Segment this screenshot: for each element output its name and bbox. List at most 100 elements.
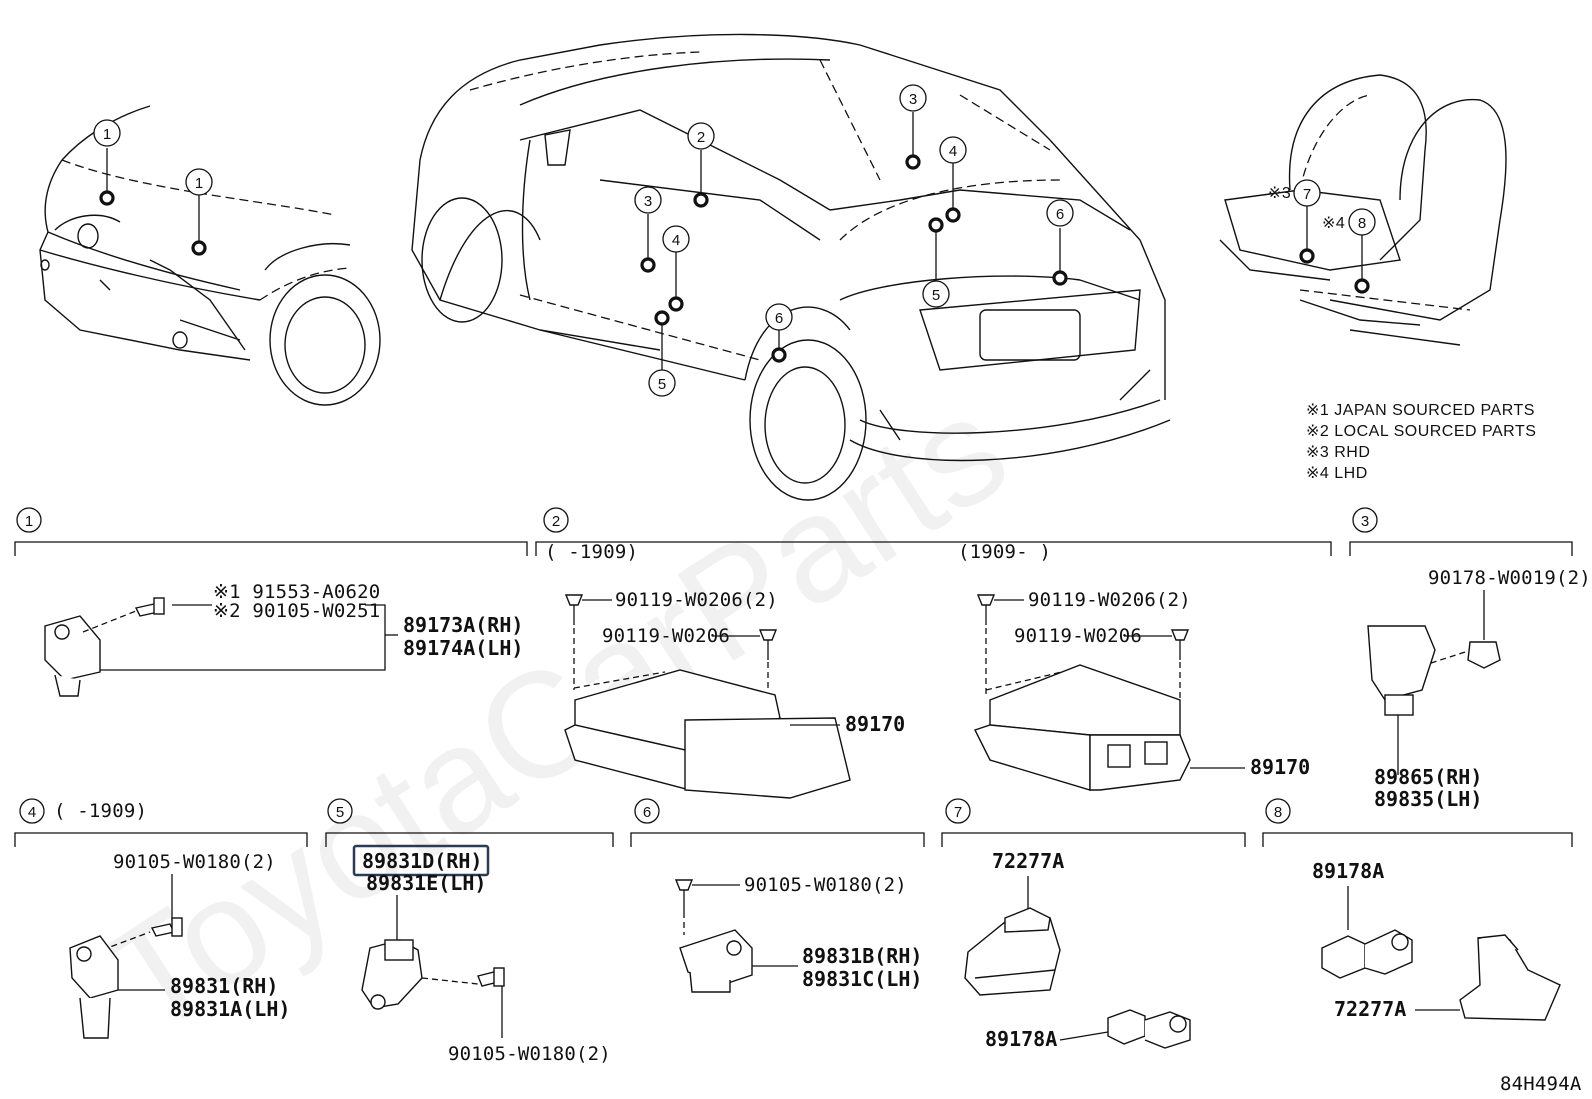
s5-bolt-label: 90105-W0180(2) bbox=[448, 1043, 611, 1065]
section-5-header: 5 bbox=[325, 798, 614, 847]
seat-position-sensor-lhd bbox=[1321, 935, 1366, 979]
svg-text:3: 3 bbox=[644, 193, 652, 210]
callout-leaders bbox=[106, 112, 1363, 370]
section-8-parts: 89178A 72277A bbox=[1312, 859, 1561, 1021]
location-dot bbox=[928, 217, 944, 233]
seat-sensor-cover-lhd bbox=[1459, 937, 1561, 1021]
note-4: ※4 LHD bbox=[1306, 465, 1368, 482]
front-sensor bbox=[44, 615, 101, 681]
svg-text:6: 6 bbox=[643, 804, 651, 821]
highlighted-part-box bbox=[352, 844, 490, 877]
callout-circles: 1 1 2 3 4 5 6 3 4 5 6 7 8 bbox=[93, 84, 1376, 397]
section-8-header: 8 bbox=[1262, 798, 1573, 847]
s6-lh-label: 89831C(LH) bbox=[802, 967, 922, 991]
s2-bolt-b: 90119-W0206 bbox=[602, 625, 730, 647]
s6-bolt-label: 90105-W0180(2) bbox=[744, 874, 907, 896]
s1-note1-label: ※1 91553-A0620 bbox=[213, 581, 380, 603]
svg-text:8: 8 bbox=[1274, 804, 1282, 821]
location-dot bbox=[640, 257, 656, 273]
svg-text:8: 8 bbox=[1358, 215, 1366, 232]
callout: 6 bbox=[765, 303, 793, 331]
callout: 1 bbox=[93, 119, 121, 147]
section-3-header: 3 bbox=[1349, 507, 1573, 556]
callout: 6 bbox=[1046, 199, 1074, 227]
s2-range-right: (1909- ) bbox=[958, 541, 1051, 563]
svg-text:5: 5 bbox=[336, 804, 344, 821]
airbag-ecu-right bbox=[989, 664, 1181, 736]
location-dot bbox=[1299, 248, 1315, 264]
s1-lh-label: 89174A(LH) bbox=[403, 636, 523, 660]
location-dot bbox=[771, 347, 787, 363]
section-6-parts: 90105-W0180(2) 89831B(RH) 89831C(LH) bbox=[674, 874, 922, 993]
note-2: ※2 LOCAL SOURCED PARTS bbox=[1306, 423, 1536, 440]
svg-text:7: 7 bbox=[1303, 186, 1311, 203]
seat-mark-rhd: ※3 bbox=[1268, 185, 1291, 202]
section-7-header: 7 bbox=[941, 798, 1246, 847]
location-dot bbox=[99, 190, 115, 206]
s1-rh-label: 89173A(RH) bbox=[403, 613, 523, 637]
location-dot bbox=[905, 154, 921, 170]
s2r-bolt-b: 90119-W0206 bbox=[1014, 625, 1142, 647]
svg-text:7: 7 bbox=[954, 804, 962, 821]
location-dots bbox=[99, 154, 1370, 363]
note-1: ※1 JAPAN SOURCED PARTS bbox=[1306, 402, 1535, 419]
svg-text:4: 4 bbox=[672, 232, 680, 249]
svg-text:6: 6 bbox=[1056, 206, 1064, 223]
svg-text:2: 2 bbox=[552, 513, 560, 530]
svg-text:1: 1 bbox=[195, 175, 203, 192]
side-sensor bbox=[1367, 625, 1436, 701]
location-dot bbox=[945, 207, 961, 223]
s3-lh-label: 89835(LH) bbox=[1374, 787, 1482, 811]
callout: 5 bbox=[648, 369, 676, 397]
callout: 4 bbox=[662, 225, 690, 253]
section-6-header: 6 bbox=[630, 798, 925, 847]
s4-bolt-label: 90105-W0180(2) bbox=[113, 851, 276, 873]
s5-rh-label: 89831D(RH) bbox=[362, 849, 482, 873]
section-2-header: 2 bbox=[535, 507, 1332, 556]
s8-cover-label: 72277A bbox=[1334, 997, 1406, 1021]
svg-text:5: 5 bbox=[932, 287, 940, 304]
figure-code: 84H494A bbox=[1500, 1073, 1582, 1095]
callout: 7 bbox=[1293, 179, 1321, 207]
front-bumper-illustration bbox=[39, 105, 381, 406]
callout: 3 bbox=[899, 84, 927, 112]
s5-lh-label: 89831E(LH) bbox=[366, 871, 486, 895]
callout: 3 bbox=[634, 186, 662, 214]
section-4-header: 4 ( -1909) bbox=[14, 798, 308, 847]
section-2-right: (1909- ) 90119-W0206(2) 90119-W0206 8917… bbox=[958, 541, 1310, 791]
location-dot bbox=[693, 192, 709, 208]
s2-range-left: ( -1909) bbox=[545, 541, 638, 563]
callout: 5 bbox=[922, 280, 950, 308]
s4-range: ( -1909) bbox=[54, 800, 147, 822]
section-2-left: ( -1909) 90119-W0206(2) 90119-W0206 8917… bbox=[545, 541, 905, 799]
s6-rh-label: 89831B(RH) bbox=[802, 944, 922, 968]
s1-note2-label: ※2 90105-W0251 bbox=[213, 600, 380, 622]
svg-text:1: 1 bbox=[25, 513, 33, 530]
notes-legend: ※1 JAPAN SOURCED PARTS ※2 LOCAL SOURCED … bbox=[1306, 402, 1536, 482]
seat-mark-lhd: ※4 bbox=[1322, 215, 1345, 232]
s2-bolt-a: 90119-W0206(2) bbox=[615, 589, 778, 611]
svg-text:6: 6 bbox=[775, 310, 783, 327]
s7-cover-label: 72277A bbox=[992, 849, 1064, 873]
location-dot bbox=[654, 310, 670, 326]
section-7-parts: 72277A 89178A bbox=[964, 849, 1191, 1051]
callout: 4 bbox=[939, 136, 967, 164]
svg-text:5: 5 bbox=[658, 376, 666, 393]
section-5-parts: 89831D(RH) 89831E(LH) 90105-W0180(2) bbox=[352, 844, 611, 1065]
svg-text:1: 1 bbox=[103, 126, 111, 143]
location-dot bbox=[1052, 270, 1068, 286]
section-1-header: 1 bbox=[14, 507, 528, 556]
svg-text:3: 3 bbox=[1361, 513, 1369, 530]
location-dot bbox=[1354, 278, 1370, 294]
svg-text:4: 4 bbox=[28, 804, 36, 821]
s3-rh-label: 89865(RH) bbox=[1374, 765, 1482, 789]
callout: 1 bbox=[185, 168, 213, 196]
s2-unit-right: 89170 bbox=[1250, 755, 1310, 779]
s2-unit-left: 89170 bbox=[845, 712, 905, 736]
s4-rh-label: 89831(RH) bbox=[170, 974, 278, 998]
svg-text:3: 3 bbox=[909, 91, 917, 108]
callout: 8 bbox=[1348, 208, 1376, 236]
s7-sensor-label: 89178A bbox=[985, 1027, 1057, 1051]
s2r-bolt-a: 90119-W0206(2) bbox=[1028, 589, 1191, 611]
